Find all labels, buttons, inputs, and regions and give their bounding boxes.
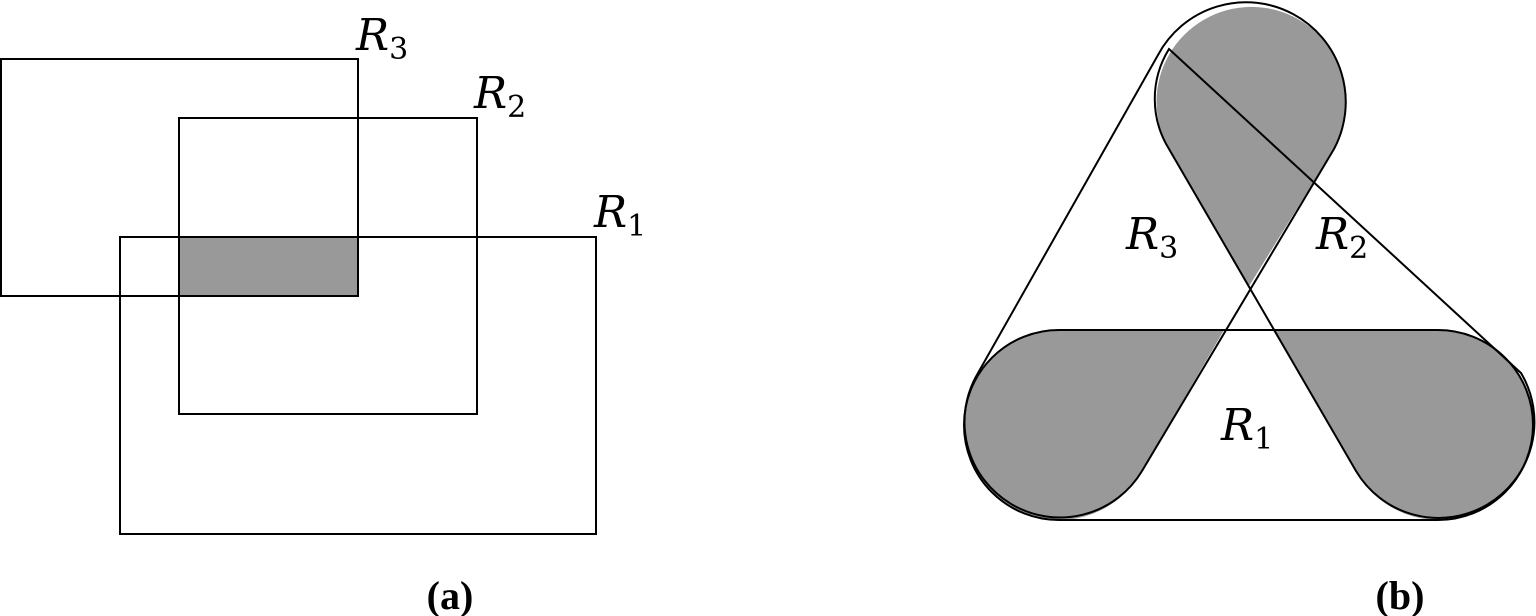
caption-b: (b) [1376, 573, 1425, 616]
label-b-r3: R3 [1125, 209, 1178, 266]
shaded-lobe-right [1273, 329, 1535, 520]
label-b-r1: R1 [1220, 400, 1273, 457]
shaded-lobe-top [1156, 6, 1347, 288]
triple-intersection-region [178, 236, 359, 297]
label-r2: R2 [473, 68, 526, 125]
rectangle-r2 [178, 117, 478, 415]
label-r1: R1 [593, 187, 646, 244]
label-b-r2: R2 [1315, 209, 1368, 266]
stadium-r3 [963, 1, 1347, 519]
label-r3: R3 [355, 10, 408, 67]
caption-a: (a) [427, 573, 474, 616]
rectangle-r1 [119, 236, 597, 535]
panel-a: R3 R2 R1 (a) [0, 10, 646, 616]
shaded-lobe-left [963, 329, 1224, 520]
panel-b: R3 R2 R1 (b) [963, 1, 1536, 616]
stadium-r2 [1153, 47, 1536, 519]
stadium-r1 [963, 329, 1534, 521]
